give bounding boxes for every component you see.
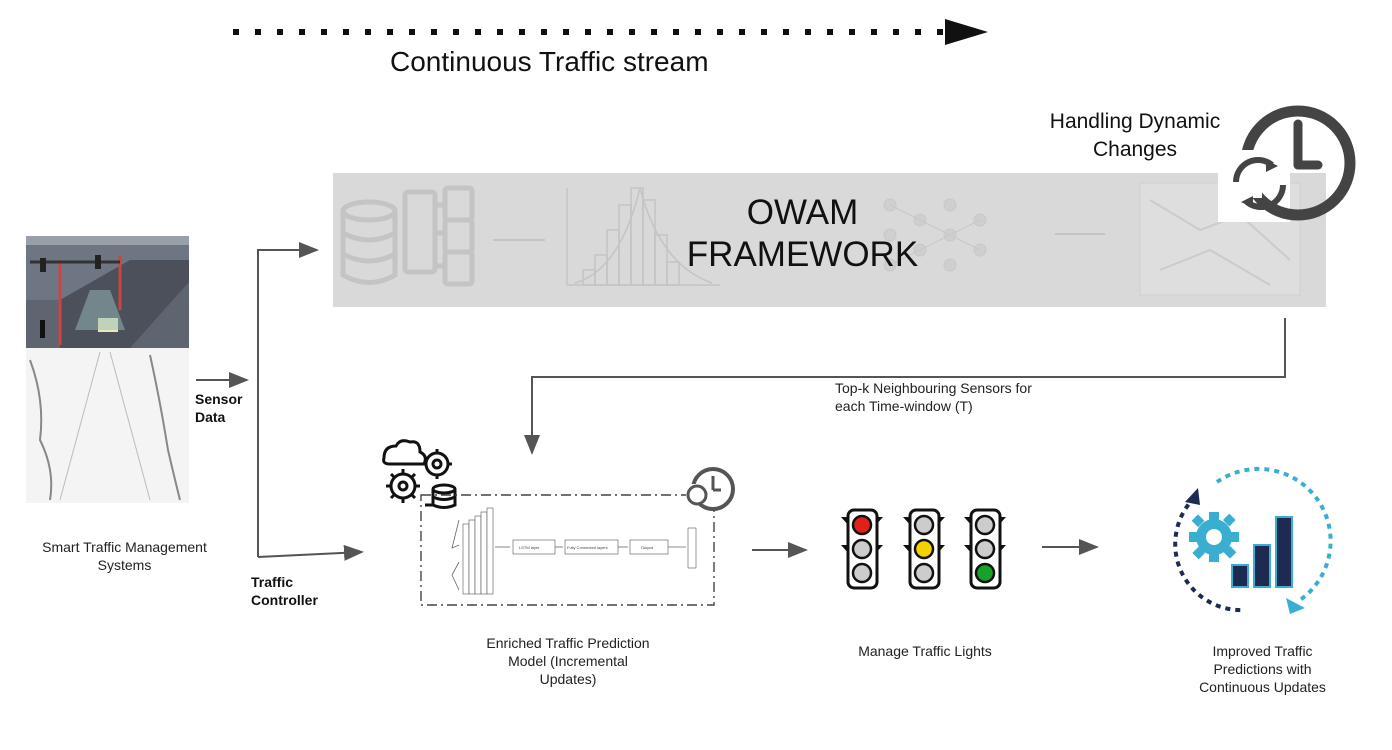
gear-chart-icon xyxy=(1173,466,1333,614)
sensor-data-label: Sensor Data xyxy=(195,391,243,425)
lstm-label: LSTM layer xyxy=(519,545,540,550)
model-diagram: LSTM layer Fully Connected layers Output xyxy=(451,507,697,595)
dynamic-changes-label: Handling Dynamic Changes xyxy=(1049,110,1221,161)
database-icon xyxy=(340,199,398,285)
stream-arrow xyxy=(233,19,988,45)
traffic-light-yellow xyxy=(903,508,945,590)
result-caption: Improved Traffic Predictions with Contin… xyxy=(1199,643,1326,695)
cogs-database-icon xyxy=(382,439,457,509)
histogram-icon xyxy=(566,187,720,286)
sensor-arrows xyxy=(196,242,364,561)
owam-title: OWAM FRAMEWORK xyxy=(686,193,919,274)
network-icon xyxy=(883,198,987,272)
traffic-controller-label: Traffic Controller xyxy=(251,574,318,608)
feedback-arrow xyxy=(524,318,1286,455)
model-caption: Enriched Traffic Prediction Model (Incre… xyxy=(486,635,650,687)
model-box xyxy=(420,494,715,606)
lights-caption: Manage Traffic Lights xyxy=(858,643,992,659)
fc-label: Fully Connected layers xyxy=(567,545,608,550)
topk-label: Top-k Neighbouring Sensors for each Time… xyxy=(835,380,1032,414)
stream-label: Continuous Traffic stream xyxy=(390,46,709,77)
model-clock-icon xyxy=(686,467,735,511)
clock-refresh-icon xyxy=(1218,105,1356,222)
traffic-intersection-image xyxy=(26,236,189,348)
document-tree-icon xyxy=(402,185,475,287)
smart-traffic-caption: Smart Traffic Management Systems xyxy=(42,539,207,573)
owam-band xyxy=(333,173,1326,307)
traffic-sketch-image xyxy=(26,348,189,503)
traffic-light-green xyxy=(964,508,1006,590)
output-label: Output xyxy=(641,545,654,550)
traffic-light-red xyxy=(841,508,883,590)
